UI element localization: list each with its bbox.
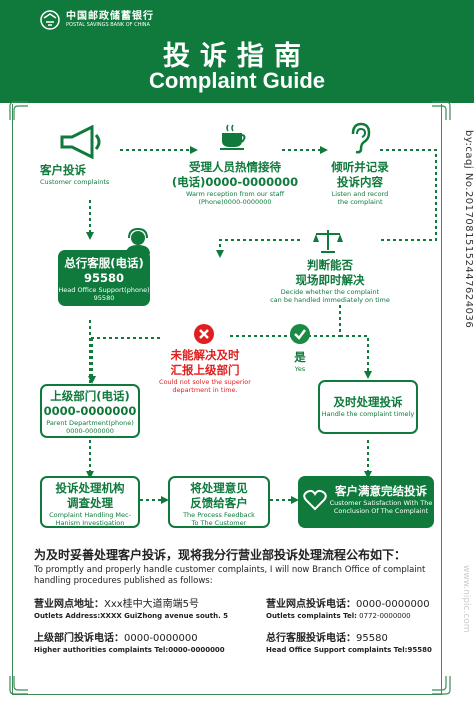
feedback-box: 将处理意见 反馈给客户 The Process Feedback To The …	[168, 476, 270, 528]
intro-en: To promptly and properly handle customer…	[34, 565, 426, 586]
corner-ornament-icon	[432, 101, 451, 120]
step-reception-cn1: 受理人员热情接待	[189, 160, 281, 174]
handling-org-cn2: 调查处理	[67, 496, 113, 510]
step-not-solved-en2: department in time.	[172, 386, 238, 394]
satisfaction-en2: Conclusion Of The Complaint	[333, 507, 429, 515]
parent-dept-en1: Parent Department(phone)	[46, 419, 134, 427]
head-office-en2: 95580	[93, 294, 115, 302]
check-mark-icon	[290, 324, 310, 344]
higher-tel-label: 上级部门投诉电话：	[34, 633, 124, 644]
info-section: 为及时妥善处理客户投诉，现将我分行营业部投诉处理流程公布如下： To promp…	[34, 548, 444, 587]
poster-frame	[12, 104, 442, 695]
corner-ornament-icon	[432, 676, 451, 695]
corner-ornament-icon	[9, 676, 28, 695]
step-listen-record: 倾听并记录 投诉内容 Listen and record the complai…	[320, 160, 400, 206]
feedback-cn1: 将处理意见	[190, 481, 248, 495]
head-tel-value: 95580	[356, 633, 388, 644]
head-tel-en: Head Office Support complaints Tel:95580	[266, 646, 432, 654]
step-listen-record-en1: Listen and record	[331, 190, 389, 198]
handle-timely-cn: 及时处理投诉	[333, 395, 403, 409]
higher-tel-en: Higher authorities complaints Tel:0000-0…	[34, 646, 225, 654]
handling-org-cn1: 投诉处理机构	[55, 481, 125, 495]
parent-dept-en2: 0000-0000000	[66, 427, 114, 435]
step-judge-cn2: 现场即时解决	[295, 273, 365, 287]
corner-ornament-icon	[9, 101, 28, 120]
bank-logo: 中国邮政储蓄银行 POSTAL SAVINGS BANK OF CHINA	[40, 10, 154, 30]
step-reception-en2: (Phone)0000-0000000	[198, 198, 272, 206]
outlet-tel-label: 营业网点投诉电话：	[266, 599, 356, 610]
handling-org-en1: Complaint Handling Mec-	[49, 511, 131, 519]
outlet-address: 营业网点地址：Xxx桂中大道南端5号 Outlets Address:XXXX …	[34, 598, 244, 621]
step-listen-record-cn1: 倾听并记录	[331, 160, 389, 174]
step-reception-cn2: (电话)0000-0000000	[171, 175, 299, 189]
bank-name-en: POSTAL SAVINGS BANK OF CHINA	[66, 22, 150, 28]
handling-org-en2: Hanism Investigation	[55, 519, 125, 527]
watermark-bottom: www.nipic.com	[461, 565, 471, 633]
head-tel: 总行客服投诉电话：95580 Head Office Support compl…	[266, 632, 444, 655]
intro-cn: 为及时妥善处理客户投诉，现将我分行营业部投诉处理流程公布如下：	[34, 548, 407, 562]
bank-name-cn: 中国邮政储蓄银行	[66, 11, 154, 22]
head-office-box: 总行客服(电话) 95580 Head Office Support(phone…	[58, 250, 150, 306]
step-listen-record-cn2: 投诉内容	[337, 175, 383, 189]
step-reception-en1: Warm reception from our staff	[185, 190, 285, 198]
outlet-address-en: Outlets Address:XXXX GuiZhong avenue sou…	[34, 612, 229, 620]
step-judge: 判断能否 现场即时解决 Decide whether the complaint…	[270, 258, 390, 304]
higher-tel: 上级部门投诉电话：0000-0000000 Higher authorities…	[34, 632, 244, 655]
heart-icon	[303, 489, 327, 511]
step-not-solved-cn2: 汇报上级部门	[170, 363, 240, 377]
step-judge-cn1: 判断能否	[307, 258, 353, 272]
satisfaction-cn: 客户满意完结投诉	[335, 484, 427, 498]
head-office-cn1: 总行客服(电话)	[64, 256, 144, 270]
parent-dept-box: 上级部门(电话) 0000-0000000 Parent Department(…	[40, 384, 140, 438]
step-not-solved-cn1: 未能解决及时	[170, 348, 240, 362]
step-not-solved: 未能解决及时 汇报上级部门 Could not solve the superi…	[150, 348, 260, 394]
feedback-cn2: 反馈给客户	[190, 496, 248, 510]
handling-org-box: 投诉处理机构 调查处理 Complaint Handling Mec- Hani…	[40, 476, 140, 528]
outlet-address-label: 营业网点地址：	[34, 599, 104, 610]
scale-balance-icon	[313, 230, 343, 253]
head-tel-label: 总行客服投诉电话：	[266, 633, 356, 644]
parent-dept-cn2: 0000-0000000	[43, 404, 137, 418]
outlet-address-value: Xxx桂中大道南端5号	[104, 599, 200, 610]
satisfaction-box: 客户满意完结投诉 Customer Satisfaction With The …	[298, 476, 434, 528]
outlet-tel-en-value: 0772-0000000	[359, 612, 411, 620]
step-judge-en1: Decide whether the complaint	[280, 288, 380, 296]
feedback-en2: To The Customer	[191, 519, 247, 527]
satisfaction-en1: Customer Satisfaction With The	[329, 499, 433, 507]
step-yes-cn: 是	[294, 350, 306, 364]
head-office-en1: Head Office Support(phone)	[58, 286, 150, 294]
headset-agent-icon	[126, 228, 150, 254]
step-judge-en2: can be handled immediately on time	[270, 296, 390, 304]
watermark-side: by:caqj No.20170815152447624036	[463, 130, 474, 329]
step-customer-complaint: 客户投诉 Customer complaints	[40, 163, 140, 186]
step-reception: 受理人员热情接待 (电话)0000-0000000 Warm reception…	[170, 160, 300, 206]
step-yes: 是 Yes	[280, 350, 320, 373]
page-title-en: Complaint Guide	[149, 68, 325, 93]
coffee-cup-icon	[220, 124, 246, 150]
step-customer-complaint-cn: 客户投诉	[40, 163, 86, 177]
step-not-solved-en1: Could not solve the superior	[159, 378, 251, 386]
handle-timely-box: 及时处理投诉 Handle the complaint timely	[318, 380, 418, 434]
head-office-cn2: 95580	[83, 271, 124, 285]
megaphone-icon	[60, 125, 101, 159]
outlet-tel-en-label: Outlets complaints Tel:	[266, 612, 357, 620]
ear-icon	[351, 122, 371, 154]
feedback-en1: The Process Feedback	[183, 511, 255, 519]
higher-tel-value: 0000-0000000	[124, 633, 198, 644]
step-customer-complaint-en: Customer complaints	[40, 178, 110, 186]
step-yes-en: Yes	[294, 365, 306, 373]
outlet-tel-value: 0000-0000000	[356, 599, 430, 610]
header-banner: 中国邮政储蓄银行 POSTAL SAVINGS BANK OF CHINA 投诉…	[0, 0, 474, 103]
step-listen-record-en2: the complaint	[337, 198, 383, 206]
page-title-cn: 投诉指南	[163, 41, 311, 72]
postal-bank-logo-icon	[40, 10, 60, 30]
parent-dept-cn1: 上级部门(电话)	[50, 389, 130, 403]
outlet-tel: 营业网点投诉电话：0000-0000000 Outlets complaints…	[266, 598, 444, 621]
handle-timely-en: Handle the complaint timely	[321, 410, 415, 418]
cross-mark-icon	[194, 324, 214, 344]
